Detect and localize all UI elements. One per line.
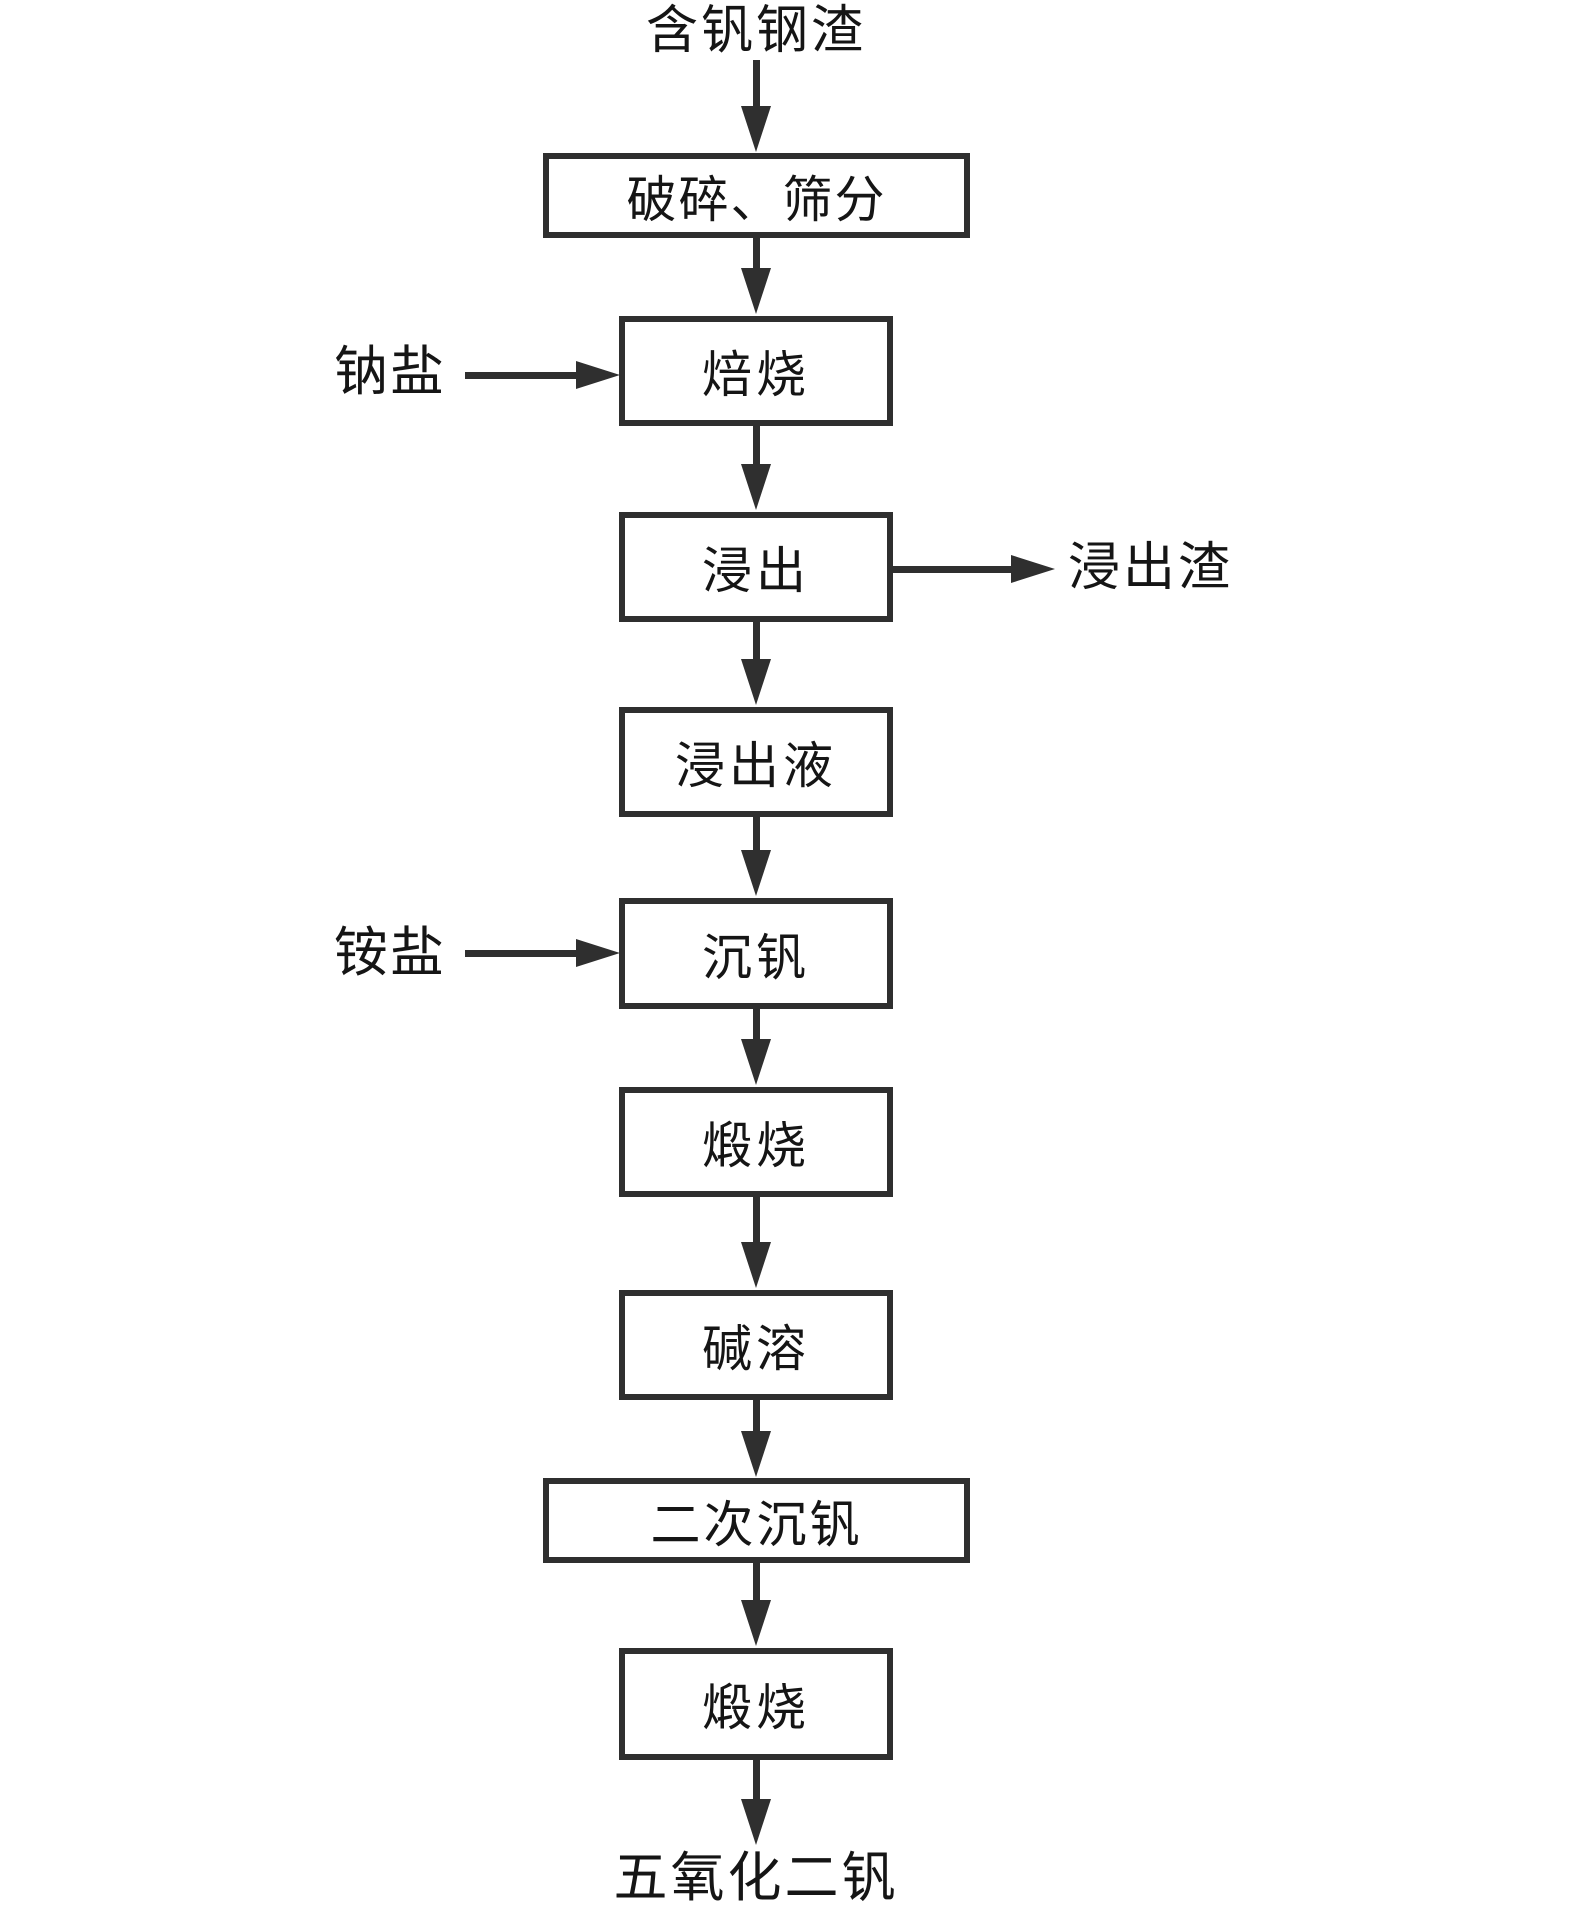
arrow-shaft	[465, 950, 578, 957]
side-output-leach-residue-label: 浸出渣	[1068, 540, 1234, 597]
arrow-head	[741, 268, 771, 314]
arrow-head	[741, 1431, 771, 1477]
flow-step-label: 碱溶	[702, 1321, 810, 1377]
arrow-shaft	[753, 1400, 760, 1433]
arrow-head	[741, 659, 771, 705]
flow-step-calcination-1: 煅烧	[619, 1087, 893, 1197]
flow-step-leaching: 浸出	[619, 512, 893, 622]
arrow-head	[1011, 555, 1055, 583]
flow-step-label: 二次沉钒	[650, 1496, 863, 1553]
arrow-shaft	[753, 60, 760, 108]
side-input-sodium-salt-label: 钠盐	[334, 342, 446, 402]
arrow-shaft	[753, 817, 760, 852]
flow-step-roasting: 焙烧	[619, 316, 893, 426]
flow-step-label: 浸出	[702, 543, 810, 599]
arrow-head	[741, 850, 771, 896]
flow-step-crush-screen: 破碎、筛分	[543, 153, 970, 238]
arrow-shaft	[753, 238, 760, 270]
arrow-head	[741, 106, 771, 152]
flow-step-label: 浸出液	[675, 738, 837, 794]
product-label: 五氧化二钒	[613, 1848, 899, 1908]
flow-step-leachate: 浸出液	[619, 707, 893, 817]
flow-step-secondary-precipitation: 二次沉钒	[543, 1478, 970, 1563]
side-input-ammonium-salt-label: 铵盐	[334, 923, 446, 983]
arrow-head	[576, 361, 620, 389]
flow-step-calcination-2: 煅烧	[619, 1648, 893, 1760]
arrow-shaft	[893, 566, 1013, 573]
arrow-head	[741, 1600, 771, 1646]
flow-step-label: 煅烧	[702, 1680, 810, 1736]
arrow-head	[576, 939, 620, 967]
source-material-label: 含钒钢渣	[645, 3, 866, 60]
arrow-head	[741, 464, 771, 510]
arrow-shaft	[753, 1760, 760, 1801]
arrow-shaft	[465, 372, 578, 379]
arrow-head	[741, 1799, 771, 1845]
arrow-shaft	[753, 1009, 760, 1041]
flow-step-label: 煅烧	[702, 1118, 810, 1174]
arrow-shaft	[753, 622, 760, 661]
arrow-head	[741, 1242, 771, 1288]
flow-step-label: 破碎、筛分	[626, 171, 887, 228]
arrow-head	[741, 1039, 771, 1085]
flow-step-vanadium-precipitation: 沉钒	[619, 898, 893, 1009]
flow-step-alkali-dissolution: 碱溶	[619, 1290, 893, 1400]
arrow-shaft	[753, 1563, 760, 1602]
arrow-shaft	[753, 1197, 760, 1244]
flow-step-label: 焙烧	[702, 347, 810, 403]
flow-step-label: 沉钒	[702, 929, 810, 986]
arrow-shaft	[753, 426, 760, 466]
